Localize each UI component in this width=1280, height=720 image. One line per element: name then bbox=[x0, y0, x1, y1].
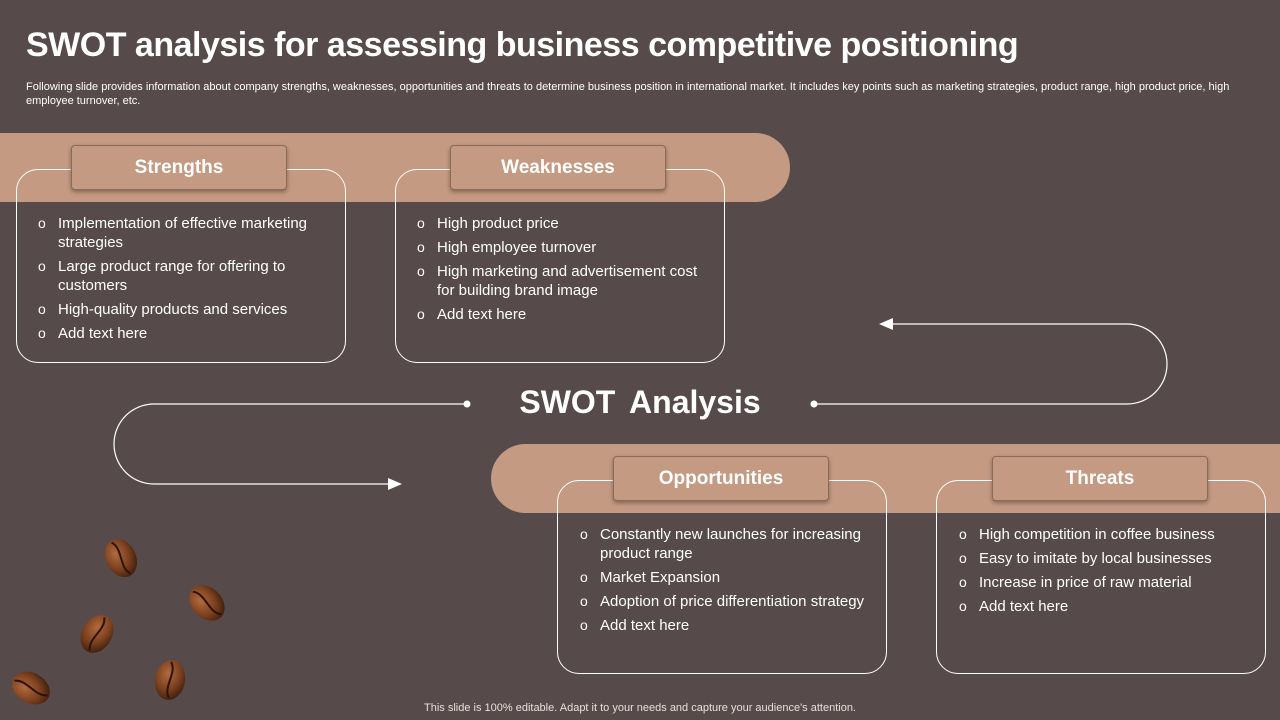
coffee-bean-icon bbox=[12, 671, 50, 705]
list-item-text: High marketing and advertisement cost fo… bbox=[437, 263, 698, 299]
list-item: o Large product range for offering to cus… bbox=[38, 257, 328, 295]
list-item-text: Adoption of price differentiation strate… bbox=[600, 593, 865, 610]
bullet-icon: o bbox=[959, 550, 967, 566]
bullet-icon: o bbox=[38, 325, 46, 341]
list-item-text: Add text here bbox=[437, 306, 527, 323]
coffee-beans-decoration bbox=[12, 538, 225, 705]
list-item: o High competition in coffee business bbox=[959, 525, 1259, 544]
bullet-icon: o bbox=[959, 574, 967, 590]
opportunities-list: o Constantly new launches for increasing … bbox=[580, 525, 870, 640]
list-item-text: High-quality products and services bbox=[58, 301, 288, 318]
list-item-text: Add text here bbox=[58, 325, 148, 342]
list-item-text: High product price bbox=[437, 215, 559, 232]
footer-note: This slide is 100% editable. Adapt it to… bbox=[424, 702, 856, 714]
bullet-icon: o bbox=[959, 598, 967, 614]
right-connector-dot bbox=[810, 400, 818, 408]
list-item-text: Constantly new launches for increasing p… bbox=[600, 526, 861, 562]
coffee-bean-icon bbox=[80, 615, 114, 653]
bullet-icon: o bbox=[580, 593, 588, 609]
list-item-text: High employee turnover bbox=[437, 239, 597, 256]
bullet-icon: o bbox=[959, 526, 967, 542]
arrow-head-icon bbox=[388, 478, 402, 490]
list-item-text: Add text here bbox=[979, 598, 1069, 615]
strengths-list: o Implementation of effective marketing s… bbox=[38, 214, 328, 348]
bullet-icon: o bbox=[417, 215, 425, 231]
weaknesses-header[interactable]: Weaknesses bbox=[450, 145, 666, 190]
bullet-icon: o bbox=[38, 258, 46, 274]
bullet-icon: o bbox=[417, 306, 425, 322]
right-connector-line bbox=[814, 323, 1168, 405]
threats-header[interactable]: Threats bbox=[992, 456, 1208, 501]
list-item: o Add text here bbox=[959, 597, 1259, 616]
coffee-bean-icon bbox=[154, 660, 186, 700]
bullet-icon: o bbox=[580, 569, 588, 585]
list-item-text: Easy to imitate by local businesses bbox=[979, 550, 1212, 567]
list-item: o Add text here bbox=[38, 324, 328, 343]
list-item-text: Large product range for offering to cust… bbox=[58, 258, 286, 294]
arrow-head-icon bbox=[879, 318, 893, 330]
list-item: o Market Expansion bbox=[580, 568, 870, 587]
coffee-bean-icon bbox=[189, 585, 225, 621]
list-item: o Constantly new launches for increasing … bbox=[580, 525, 870, 563]
left-connector-dot bbox=[463, 400, 471, 408]
slide-title: SWOT analysis for assessing business com… bbox=[26, 26, 1019, 64]
slide-subtitle: Following slide provides information abo… bbox=[26, 81, 1230, 107]
center-title: SWOT Analysis bbox=[519, 384, 761, 420]
bullet-icon: o bbox=[580, 617, 588, 633]
list-item-text: Increase in price of raw material bbox=[979, 574, 1192, 591]
list-item: o High employee turnover bbox=[417, 238, 707, 257]
left-connector-line bbox=[113, 403, 467, 485]
list-item: o Add text here bbox=[417, 305, 707, 324]
list-item: o Adoption of price differentiation strat… bbox=[580, 592, 870, 611]
bullet-icon: o bbox=[417, 239, 425, 255]
bullet-icon: o bbox=[38, 215, 46, 231]
list-item: o Easy to imitate by local businesses bbox=[959, 549, 1259, 568]
bullet-icon: o bbox=[38, 301, 46, 317]
bullet-icon: o bbox=[417, 263, 425, 279]
list-item: o Implementation of effective marketing s… bbox=[38, 214, 328, 252]
opportunities-header[interactable]: Opportunities bbox=[613, 456, 829, 501]
list-item: o High-quality products and services bbox=[38, 300, 328, 319]
list-item: o High marketing and advertisement cost f… bbox=[417, 262, 707, 300]
list-item-text: Implementation of effective marketing st… bbox=[58, 215, 308, 251]
list-item-text: Market Expansion bbox=[600, 569, 721, 586]
coffee-bean-icon bbox=[104, 538, 138, 578]
list-item: o Increase in price of raw material bbox=[959, 573, 1259, 592]
list-item-text: Add text here bbox=[600, 617, 690, 634]
strengths-header[interactable]: Strengths bbox=[71, 145, 287, 190]
bullet-icon: o bbox=[580, 526, 588, 542]
list-item: o Add text here bbox=[580, 616, 870, 635]
list-item-text: High competition in coffee business bbox=[979, 526, 1215, 543]
list-item: o High product price bbox=[417, 214, 707, 233]
